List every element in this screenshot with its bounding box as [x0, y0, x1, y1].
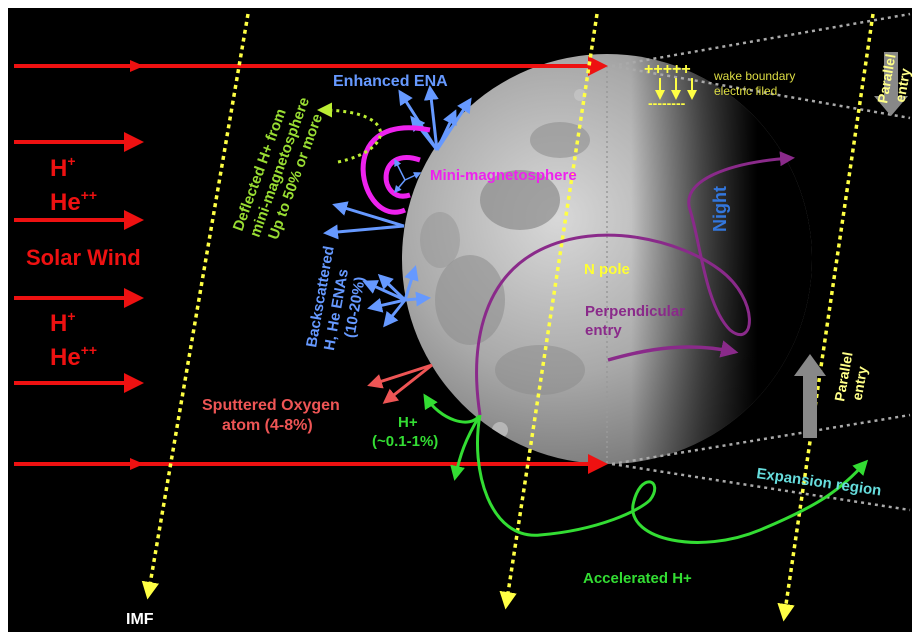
mini-magnetosphere-inner-arrows — [394, 158, 422, 194]
minus-signs: -------- — [648, 95, 686, 111]
imf-line-1 — [141, 13, 250, 600]
perpendicular-entry-path — [475, 151, 795, 416]
he-label-2: He++ — [50, 342, 97, 371]
imf-line-3 — [777, 13, 875, 622]
perpendicular-entry-arrow — [607, 340, 739, 362]
svg-text:entry: entry — [892, 67, 914, 104]
deflected-h-curve — [317, 102, 382, 164]
svg-text:entry: entry — [849, 365, 871, 402]
sputtered-label-1: Sputtered Oxygen — [202, 397, 340, 414]
imf-line-2 — [499, 13, 599, 610]
solar-wind-arrows — [14, 56, 608, 474]
enhanced-ena-label: Enhanced ENA — [333, 73, 448, 90]
accelerated-h-path — [476, 414, 869, 544]
imf-lines — [141, 13, 875, 622]
n-pole-label: N pole — [584, 261, 630, 278]
plus-signs: +++++ — [644, 61, 691, 78]
wake-boundary-label-1: wake boundary — [713, 69, 795, 83]
green-h-curves — [423, 393, 482, 481]
wake-boundary-arrows — [655, 78, 697, 100]
sputtered-label-2: atom (4-8%) — [222, 417, 313, 434]
backscattered-label: Backscattered H, He ENAs (10-20%) — [303, 245, 369, 352]
night-label: Night — [710, 186, 730, 232]
sputtered-oxygen-arrows — [367, 363, 433, 404]
h-green-label-1: H+ — [398, 414, 418, 431]
side-ena-arrows — [323, 201, 405, 240]
he-label-1: He++ — [50, 187, 97, 216]
enhanced-ena-arrows — [398, 85, 472, 151]
mini-magnetosphere-loops — [360, 125, 431, 215]
perpendicular-label-1: Perpendicular — [585, 303, 685, 320]
solar-wind-label: Solar Wind — [26, 245, 141, 270]
solar-wind-midheads — [130, 60, 144, 470]
h-plus-label-1: H+ — [50, 153, 76, 182]
h-green-label-2: (~0.1-1%) — [372, 433, 438, 450]
mini-magnetosphere-label: Mini-magnetosphere — [430, 167, 577, 184]
wake-boundary-label-2: electric filed — [714, 84, 777, 98]
accelerated-h-label: Accelerated H+ — [583, 570, 692, 587]
perpendicular-label-2: entry — [585, 322, 622, 339]
imf-label: IMF — [126, 611, 154, 628]
h-plus-label-2: H+ — [50, 308, 76, 337]
parallel-entry-arrows — [794, 52, 908, 438]
backscattered-arrows — [362, 265, 431, 328]
